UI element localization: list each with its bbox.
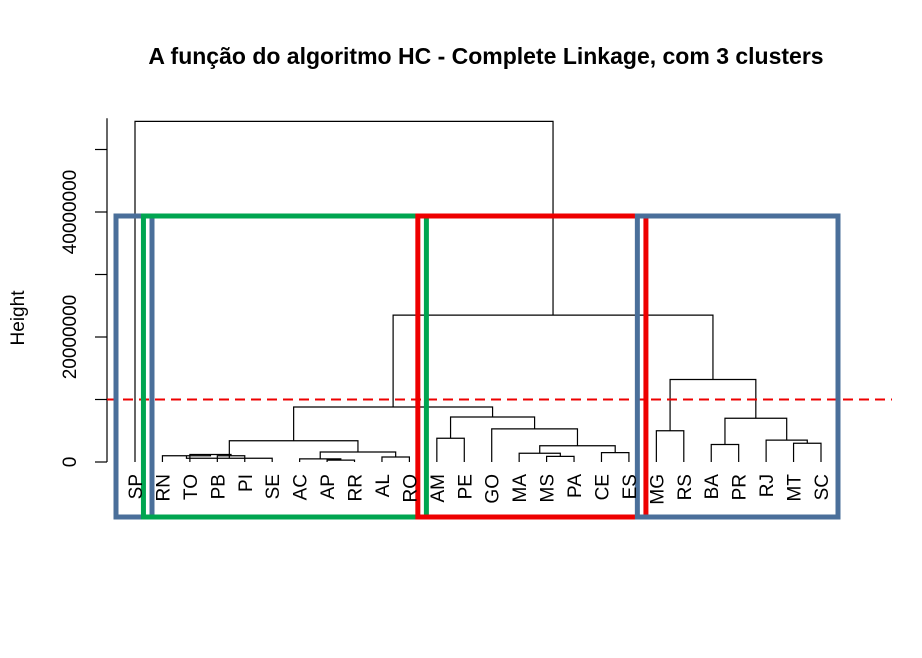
leaf-label-pb: PB [208,474,229,499]
y-axis-label: Height [8,290,29,346]
dendrogram-merge [326,459,356,462]
dendrogram-merge [669,378,757,431]
y-tick-label: 0 [60,457,81,468]
leaf-label-ap: AP [318,474,339,499]
leaf-label-ma: MA [510,474,531,503]
leaf-label-ro: RO [400,474,421,503]
leaf-label-se: SE [263,474,284,499]
leaf-label-al: AL [373,474,394,497]
dendrogram-merge [381,456,410,462]
leaf-label-rr: RR [346,474,367,501]
dendrogram-merge [436,437,465,462]
y-tick-label: 40000000 [60,170,81,255]
leaf-label-to: TO [181,474,202,500]
cluster-box-4 [634,213,841,520]
dendrogram-merge [655,430,685,462]
leaf-label-es: ES [620,474,641,499]
cluster-boxes [113,213,841,520]
leaf-label-pe: PE [455,474,476,499]
dendrogram-merge [546,455,575,462]
dendrogram-merge [293,406,494,441]
leaf-label-rs: RS [675,474,696,500]
dendrogram-merge [228,440,359,459]
leaf-label-go: GO [483,474,504,504]
leaf-label-ba: BA [702,474,723,500]
dendrogram-merge [710,443,740,462]
leaf-label-ce: CE [592,474,613,500]
leaf-label-rj: RJ [757,474,778,497]
dendrogram-merge [319,451,397,459]
leaf-label-am: AM [428,474,449,503]
cluster-box-3 [415,213,649,520]
leaf-label-ms: MS [538,474,559,503]
leaf-label-pr: PR [730,474,751,500]
leaf-label-rn: RN [153,474,174,501]
dendrogram-merge [392,314,714,407]
dendrogram-merge [216,455,246,462]
dendrogram-merge [449,416,536,439]
chart-title: A função do algoritmo HC - Complete Link… [148,43,823,69]
cluster-box-2 [140,213,429,520]
cluster-box-1 [113,213,155,520]
leaf-label-sp: SP [126,474,147,499]
leaf-label-mg: MG [647,474,668,505]
dendrogram-tree [134,120,822,462]
leaf-label-ac: AC [291,474,312,500]
dendrogram-merge [600,452,630,462]
leaf-label-pi: PI [236,474,257,492]
dendrogram-merge [134,120,554,462]
leaf-label-pa: PA [565,474,586,498]
leaf-label-mt: MT [785,474,806,502]
y-tick-label: 20000000 [60,295,81,380]
y-axis: 0 20000000 40000000 [60,118,108,468]
dendrogram-merge [518,452,561,462]
leaf-label-sc: SC [812,474,833,500]
dendrogram-merge [792,442,822,462]
